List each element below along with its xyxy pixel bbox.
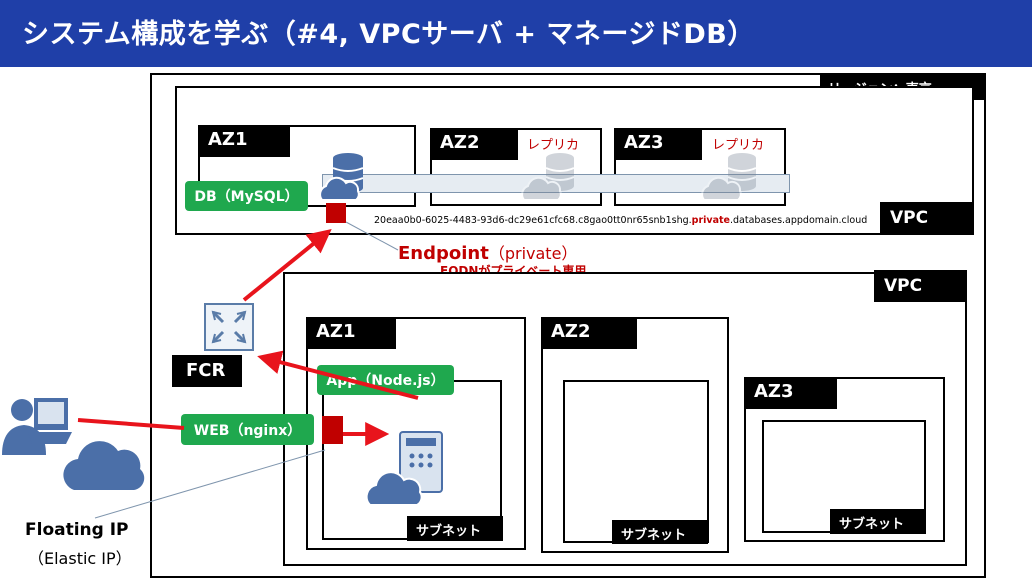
user-computer-icon	[2, 398, 72, 455]
db-fqdn: 20eaa0b0-6025-4483-93d6-dc29e61cfc68.c8g…	[374, 215, 867, 226]
app-az2-label: AZ2	[541, 317, 637, 349]
app-az2-subnet-label: サブネット	[612, 520, 708, 544]
fcr-to-endpoint-arrow	[242, 228, 332, 302]
fqdn-suffix: .databases.appdomain.cloud	[730, 215, 868, 226]
web-nginx-tag: WEB（nginx）	[181, 414, 314, 445]
floating-ip-label: Floating IP	[25, 520, 129, 540]
title-bar: システム構成を学ぶ（#4, VPCサーバ + マネージドDB）	[0, 0, 1032, 67]
fcr-label: FCR	[172, 355, 242, 387]
db-mysql-tag: DB（MySQL）	[185, 181, 308, 211]
app-to-fcr-arrow	[257, 350, 419, 400]
db-az3-label: AZ3	[614, 128, 702, 160]
floating-ip-sub: （Elastic IP）	[28, 549, 132, 568]
user-to-web-link	[77, 418, 185, 430]
fqdn-prefix: 20eaa0b0-6025-4483-93d6-dc29e61cfc68.c8g…	[374, 215, 692, 226]
db-az3-replica: レプリカ	[712, 138, 765, 153]
page-title: システム構成を学ぶ（#4, VPCサーバ + マネージドDB）	[22, 19, 755, 50]
app-az1-label: AZ1	[306, 317, 396, 349]
endpoint-label: Endpoint（private）	[398, 240, 577, 264]
app-az1-subnet-label: サブネット	[407, 516, 503, 541]
endpoint-paren: （private）	[488, 244, 578, 263]
db-vpc-label: VPC	[880, 202, 972, 234]
database-replica-icon	[701, 153, 757, 201]
database-cloud-icon	[319, 153, 364, 201]
app-az2-subnet-box	[563, 380, 709, 543]
db-az2-label: AZ2	[430, 128, 518, 160]
database-replica-icon	[521, 153, 575, 201]
db-strip	[322, 174, 790, 193]
internet-cloud-icon	[63, 441, 145, 490]
db-az1-label: AZ1	[198, 125, 290, 157]
web-port	[322, 416, 343, 444]
router-icon	[204, 303, 254, 351]
app-vpc-label: VPC	[874, 270, 967, 302]
endpoint-port	[326, 203, 346, 223]
floating-ip-pointer-line	[94, 449, 326, 519]
app-az3-label: AZ3	[744, 377, 837, 409]
endpoint-pointer-line	[345, 221, 399, 251]
app-az3-subnet-label: サブネット	[830, 509, 926, 534]
endpoint-title: Endpoint	[398, 243, 489, 264]
server-cloud-icon	[365, 431, 443, 506]
fqdn-private: private	[691, 215, 730, 226]
db-az2-replica: レプリカ	[527, 138, 580, 153]
